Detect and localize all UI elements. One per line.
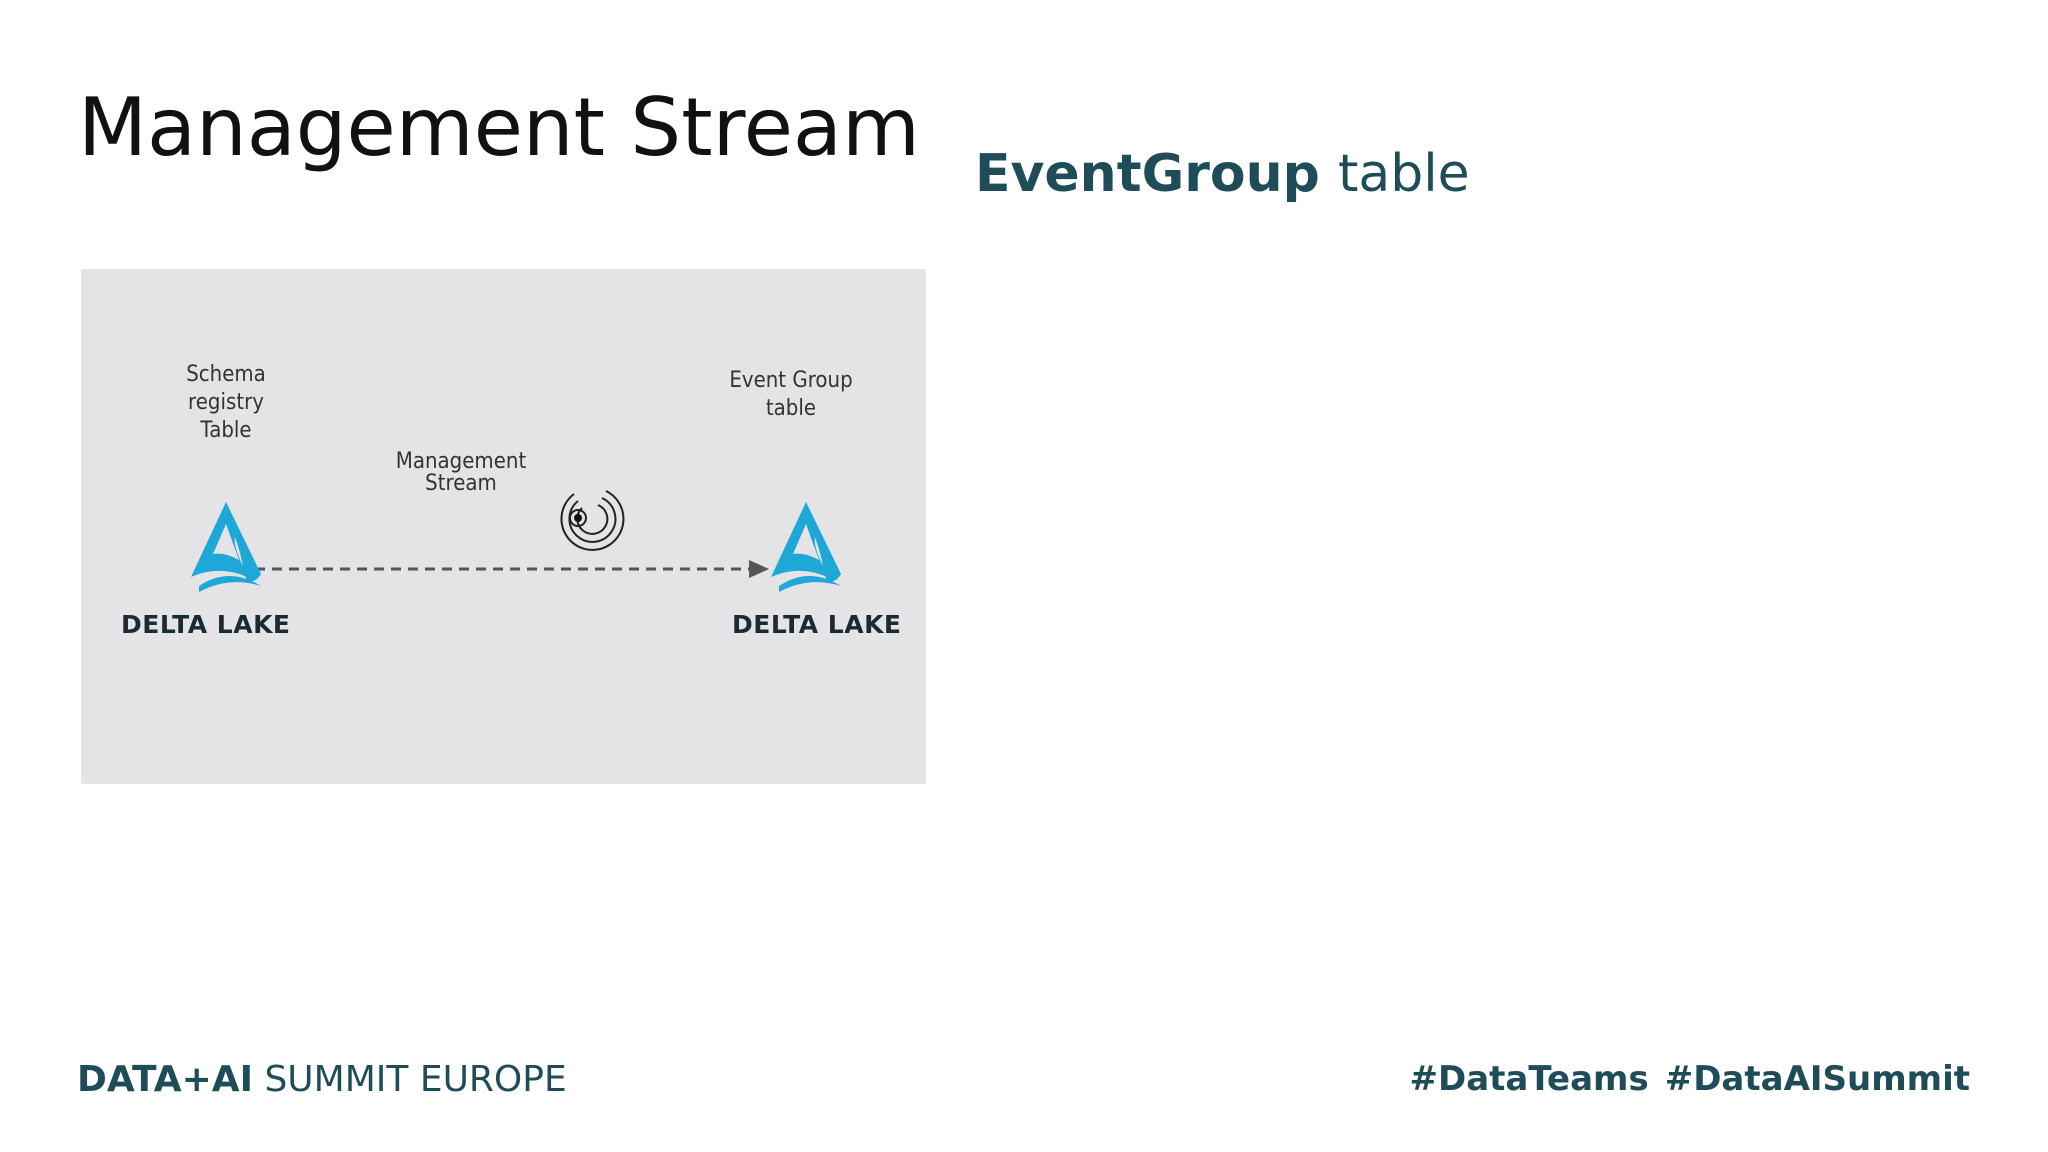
delta-lake-logo-left — [191, 502, 261, 592]
hashtag-2: #DataAISummit — [1664, 1059, 1970, 1099]
brand-bold: DATA+AI — [77, 1059, 253, 1100]
hashtags: #DataTeams #DataAISummit — [1410, 1062, 1970, 1096]
stream-label-line-2: Stream — [425, 471, 497, 496]
slide-subtitle: EventGroup table — [975, 148, 1470, 200]
stream-ring-outer — [560, 490, 625, 551]
delta-lake-logo-right — [771, 502, 841, 592]
delta-mark-left-side — [226, 502, 261, 582]
delta-wave-left — [199, 576, 261, 592]
schema-label-line-1: Schema — [186, 362, 266, 387]
stream-ring-3 — [576, 504, 609, 535]
stream-label: Management Stream — [389, 451, 533, 495]
diagram-graphics — [191, 490, 841, 592]
delta-lake-wordmark-left: DELTA LAKE — [121, 610, 291, 639]
stream-ring-inner — [569, 509, 587, 527]
management-stream-diagram: Schema registry Table Event Group table … — [81, 269, 926, 784]
delta-lake-wordmark-right: DELTA LAKE — [732, 610, 902, 639]
delta-wave-right — [779, 576, 841, 592]
schema-registry-label: Schema registry Table — [159, 361, 294, 445]
slide-title: Management Stream — [78, 81, 920, 174]
dashed-arrow — [221, 560, 769, 578]
subtitle-rest: table — [1337, 144, 1470, 204]
delta-gap-right — [793, 524, 819, 560]
schema-label-line-3: Table — [200, 418, 252, 443]
schema-label-line-2: registry — [188, 390, 264, 415]
summit-brand: DATA+AI SUMMIT EUROPE — [77, 1062, 567, 1098]
stream-center-dot — [574, 514, 582, 522]
arrow-head — [749, 560, 769, 578]
event-group-label: Event Group table — [715, 367, 868, 423]
stream-target-icon — [560, 490, 625, 551]
event-group-line-2: table — [765, 396, 817, 421]
stream-label-line-1: Management — [395, 449, 527, 474]
brand-rest: SUMMIT EUROPE — [264, 1059, 567, 1100]
delta-mark-right-side — [806, 502, 841, 582]
subtitle-bold: EventGroup — [975, 144, 1320, 204]
delta-gap-left — [213, 524, 239, 560]
hashtag-1: #DataTeams — [1409, 1059, 1649, 1099]
event-group-line-1: Event Group — [729, 368, 853, 393]
